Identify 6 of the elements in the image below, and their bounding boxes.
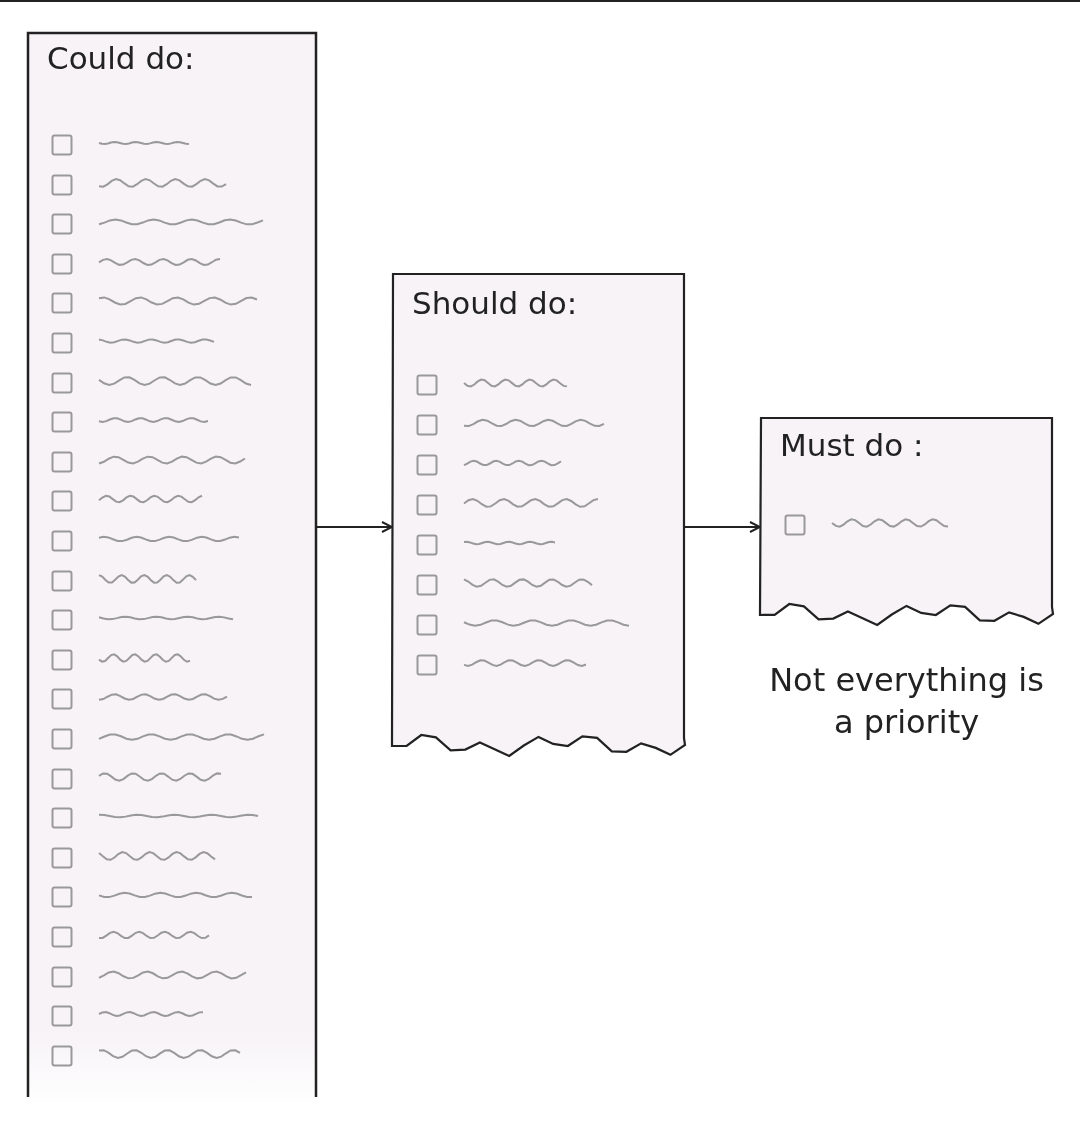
caption-text: Not everything is a priority — [768, 660, 1045, 743]
list-heading: Must do : — [780, 427, 924, 463]
list-heading: Could do: — [47, 40, 195, 76]
arrow — [684, 521, 761, 533]
list-heading: Should do: — [412, 285, 578, 321]
arrow — [316, 521, 393, 533]
